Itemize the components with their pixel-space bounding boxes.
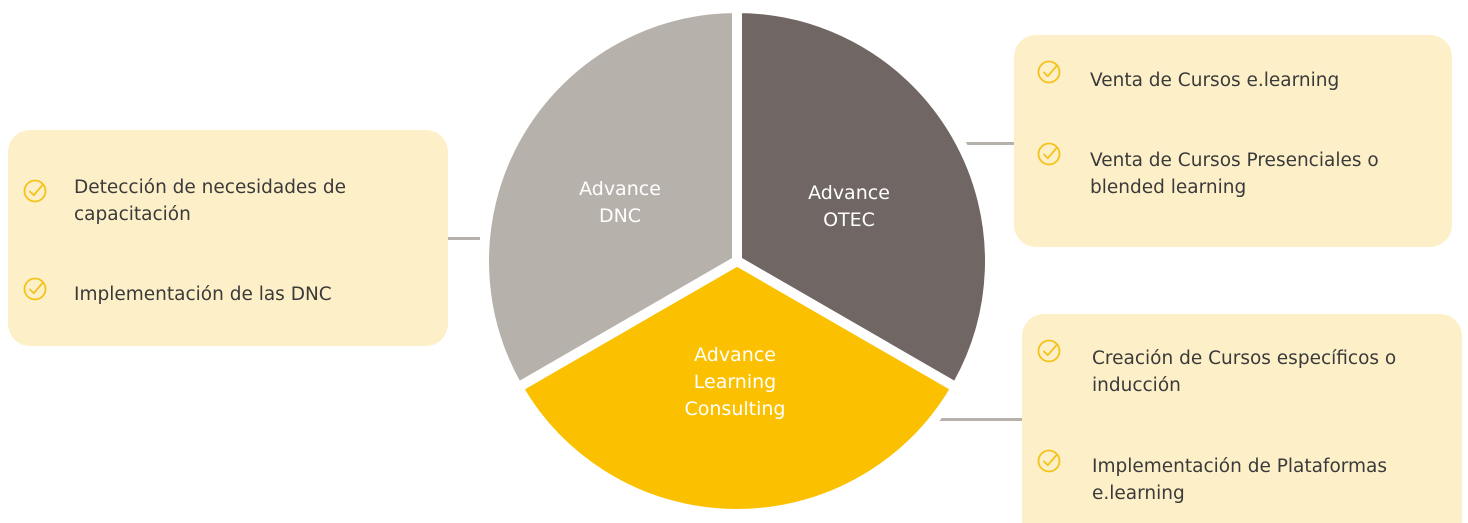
segment-label-consulting-line2: Learning xyxy=(693,371,777,393)
list-item-line: Creación de Cursos específicos o xyxy=(1092,348,1397,369)
list-item-line: Venta de Cursos e.learning xyxy=(1090,70,1340,91)
connector-bottom-right xyxy=(930,418,1026,421)
list-item-line: blended learning xyxy=(1090,177,1247,198)
check-circle-icon xyxy=(23,179,47,203)
segment-label-dnc-line1: Advance xyxy=(579,178,661,200)
segment-label-dnc-line2: DNC xyxy=(598,205,642,227)
list-item-line: Detección de necesidades de xyxy=(74,177,346,198)
list-item-line: Implementación de las DNC xyxy=(74,284,332,305)
list-item-text: Creación de Cursos específicos o inducci… xyxy=(1092,345,1396,399)
segment-label-consulting-line1: Advance xyxy=(694,344,776,366)
list-item-text: Detección de necesidades de capacitación xyxy=(74,174,346,228)
list-item-text: Venta de Cursos e.learning xyxy=(1090,67,1339,94)
check-circle-icon xyxy=(1037,449,1061,473)
check-circle-icon xyxy=(23,277,47,301)
list-item-text: Implementación de las DNC xyxy=(74,281,332,308)
check-circle-icon xyxy=(1037,142,1061,166)
check-circle-icon xyxy=(1037,339,1061,363)
check-circle-icon xyxy=(1037,60,1061,84)
list-item-line: Implementación de Plataformas xyxy=(1092,456,1388,477)
segment-label-consulting-line3: Consulting xyxy=(684,398,786,420)
segment-label-otec-line1: Advance xyxy=(808,182,890,204)
segment-consulting xyxy=(512,256,962,519)
list-item-line: e.learning xyxy=(1092,483,1185,504)
segment-label-dnc: Advance DNC xyxy=(560,176,680,230)
connector-top-right xyxy=(958,142,1016,145)
list-item-line: capacitación xyxy=(74,204,191,225)
connector-left xyxy=(442,237,488,240)
segment-label-otec: Advance OTEC xyxy=(789,180,909,234)
list-item-line: inducción xyxy=(1092,375,1181,396)
list-item-line: Venta de Cursos Presenciales o xyxy=(1090,150,1379,171)
segment-dnc xyxy=(479,3,742,393)
segment-label-consulting: Advance Learning Consulting xyxy=(660,342,810,423)
list-item-text: Venta de Cursos Presenciales o blended l… xyxy=(1090,147,1379,201)
list-item-text: Implementación de Plataformas e.learning xyxy=(1092,453,1387,507)
info-box-left: Detección de necesidades de capacitación… xyxy=(8,130,448,346)
info-box-bottom-right: Creación de Cursos específicos o inducci… xyxy=(1022,314,1462,523)
info-box-top-right: Venta de Cursos e.learning Venta de Curs… xyxy=(1014,35,1452,247)
segment-label-otec-line2: OTEC xyxy=(823,209,875,231)
